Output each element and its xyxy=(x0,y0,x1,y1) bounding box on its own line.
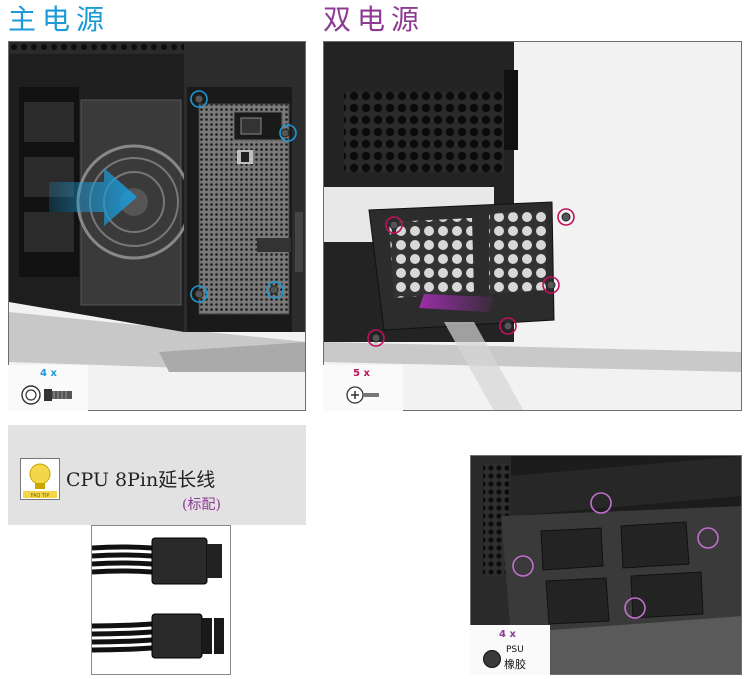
cpu-8pin-cable-image xyxy=(91,525,231,675)
tip-title: CPU 8Pin延长线 xyxy=(66,469,216,491)
rubber-foot-icon xyxy=(483,650,501,668)
screw-badge-main xyxy=(8,365,88,411)
psu-label: PSU xyxy=(506,645,524,655)
rubber-label: 橡胶 xyxy=(504,658,526,671)
main-screw-count: 4 x xyxy=(40,368,57,379)
main-psu-drawing xyxy=(9,42,305,410)
heading-dual-psu: 双电源 xyxy=(323,3,426,36)
dual-psu-drawing xyxy=(324,42,741,410)
heading-main-psu: 主电源 xyxy=(8,3,111,36)
arrow-right-icon xyxy=(49,168,137,226)
tip-icon-text: FAQ TIP xyxy=(31,493,50,499)
rubber-badge xyxy=(470,625,550,675)
rubber-count: 4 x xyxy=(499,629,516,640)
lightbulb-icon: FAQ TIP xyxy=(20,458,60,500)
main-psu-illustration xyxy=(8,41,306,411)
screw-badge-dual xyxy=(323,365,403,411)
tip-subtitle: (标配) xyxy=(182,497,221,513)
dual-screw-count: 5 x xyxy=(353,368,370,379)
screw-icon xyxy=(21,385,72,405)
phillips-screw-icon xyxy=(346,386,379,404)
dual-psu-illustration xyxy=(323,41,742,411)
